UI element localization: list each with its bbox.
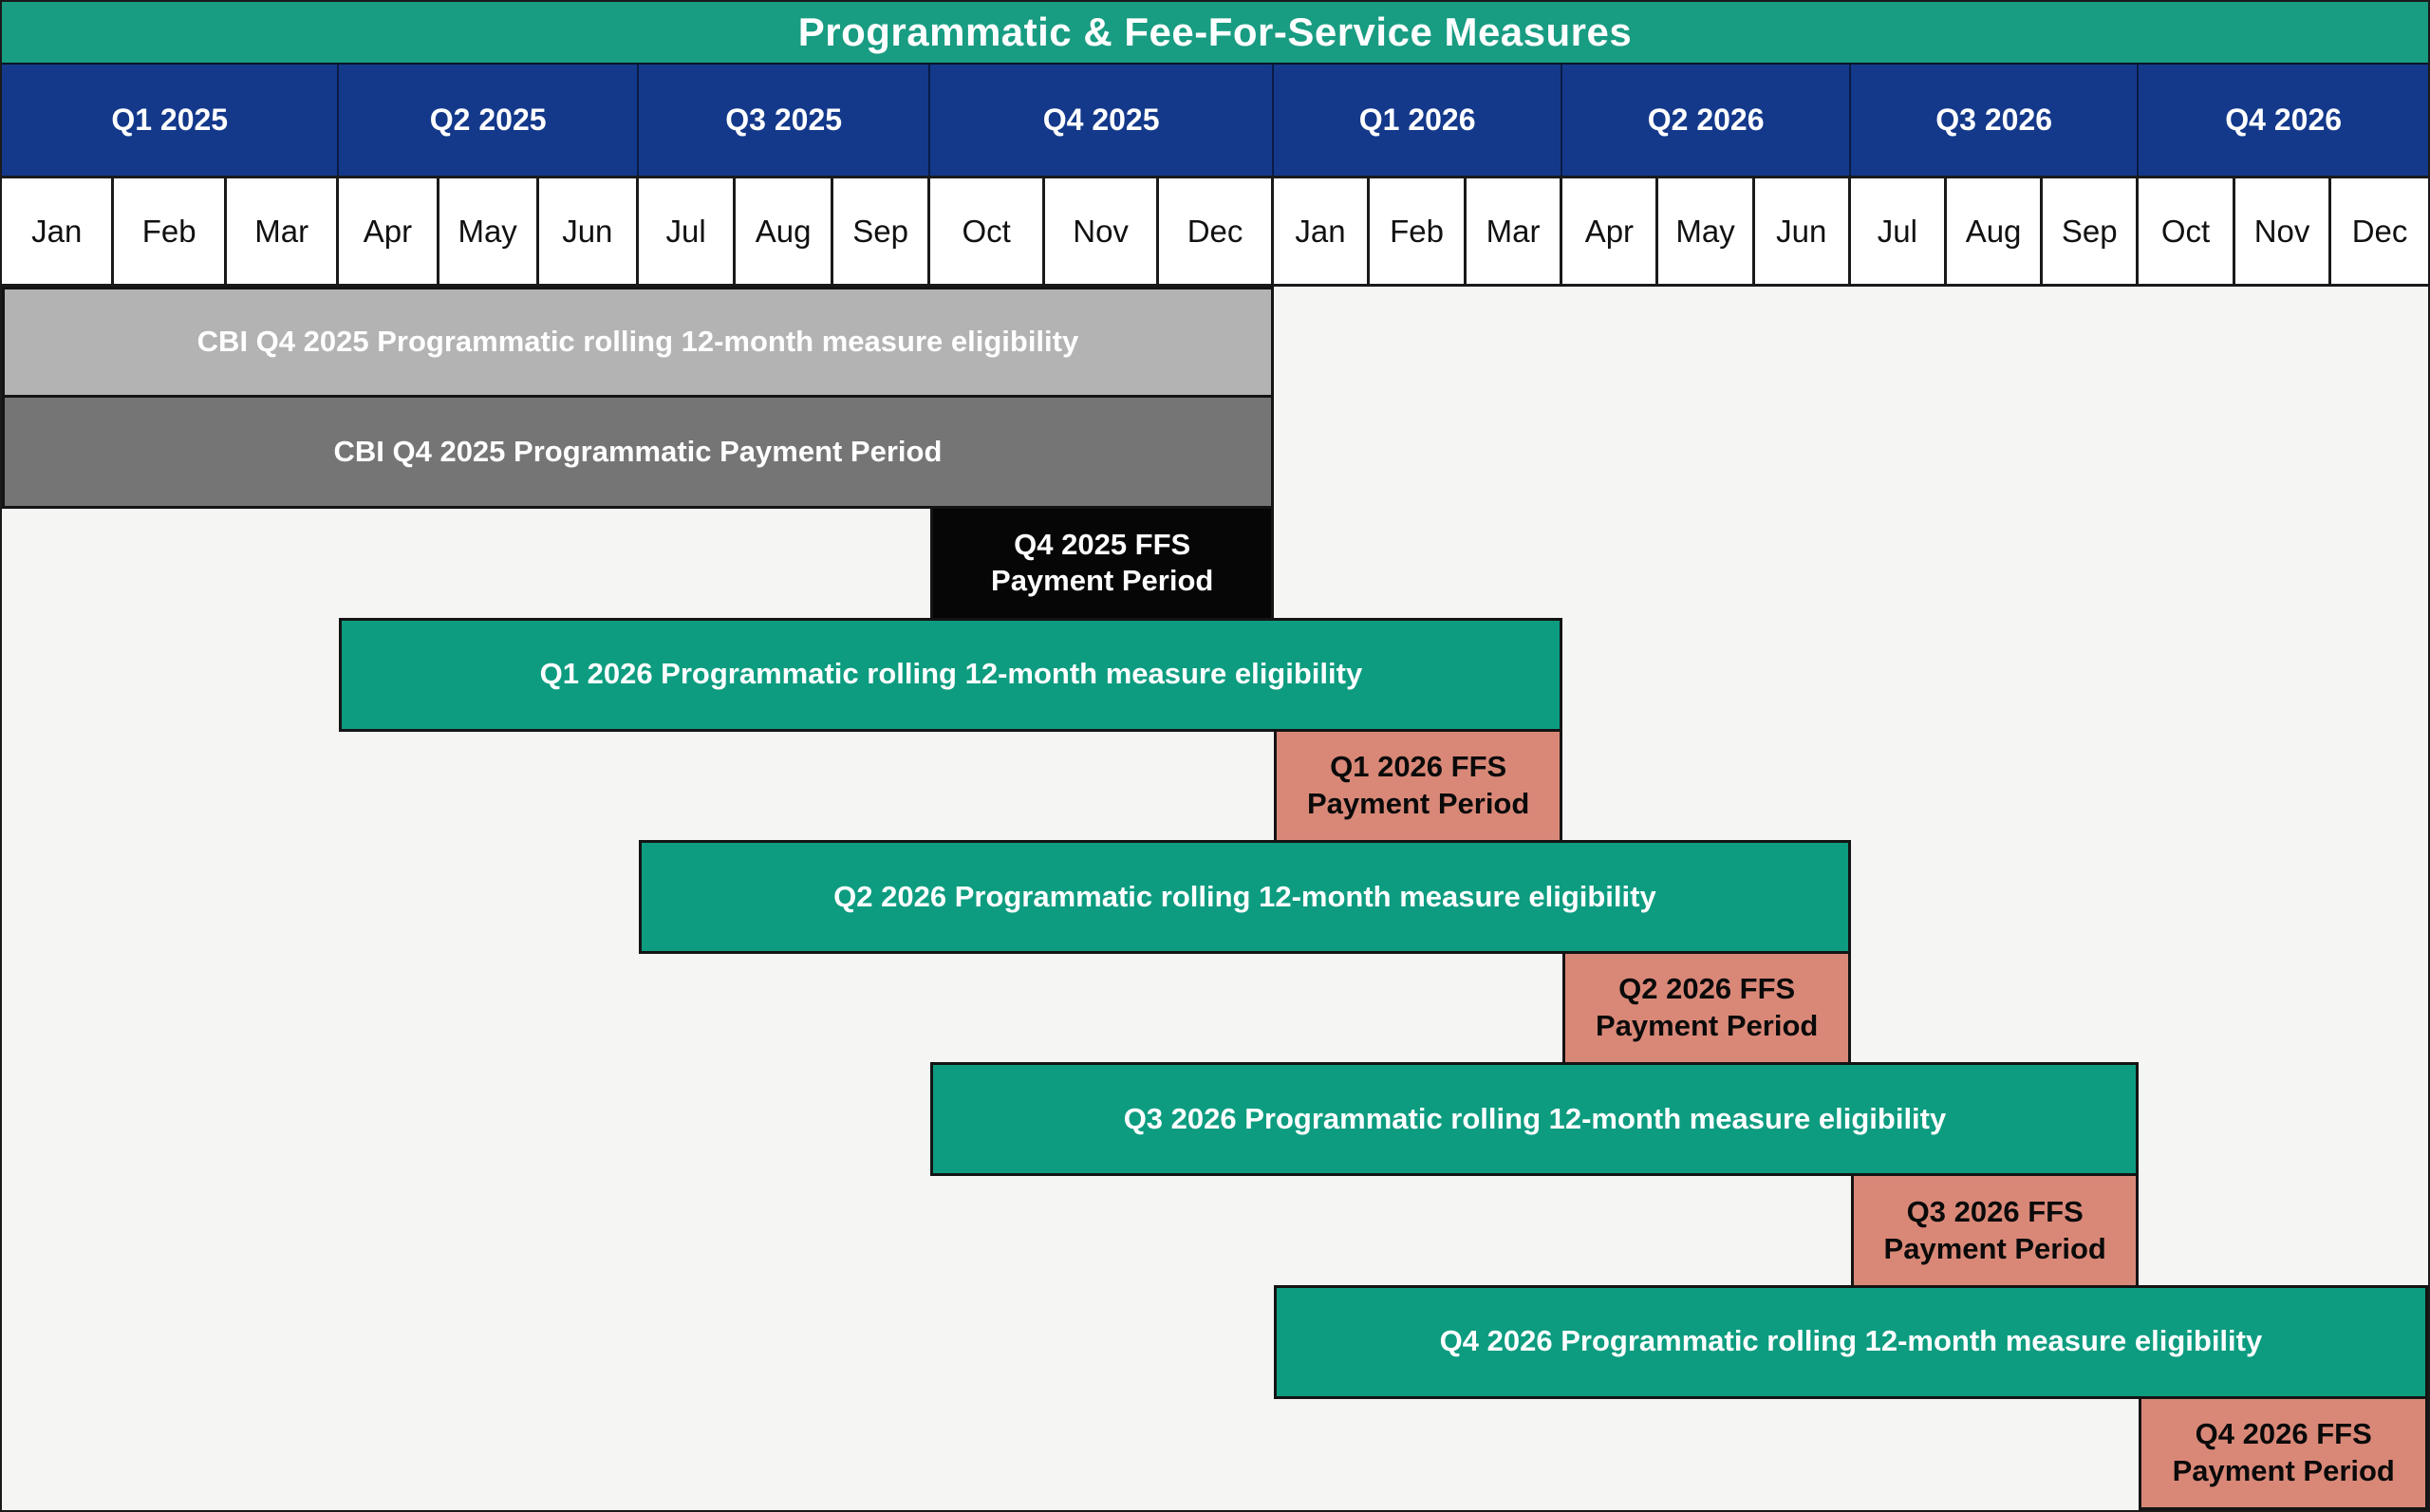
gantt-bar-q3-2026-programmatic-rolling-12-month-measure-eligibility: Q3 2026 Programmatic rolling 12-month me… <box>930 1062 2140 1177</box>
month-cell: Feb <box>1370 178 1467 284</box>
month-cell: Jul <box>1851 178 1947 284</box>
month-cell: Nov <box>1045 178 1160 284</box>
month-cell: Feb <box>114 178 227 284</box>
month-cell: Jun <box>1755 178 1851 284</box>
gantt-bar-label: Q2 2026 FFS <box>1618 972 1796 1006</box>
gantt-bar-label: Payment Period <box>1307 786 1530 820</box>
month-cell: Mar <box>227 178 340 284</box>
gantt-bar-label: Q1 2026 Programmatic rolling 12-month me… <box>539 657 1363 691</box>
gantt-bar-label: Payment Period <box>1883 1231 2106 1265</box>
gantt-bar-cbi-q4-2025-programmatic-payment-period: CBI Q4 2025 Programmatic Payment Period <box>2 395 1274 510</box>
gantt-bar-label: Q4 2026 Programmatic rolling 12-month me… <box>1439 1324 2263 1358</box>
month-cell: Apr <box>1562 178 1659 284</box>
gantt-bar-q1-2026-programmatic-rolling-12-month-measure-eligibility: Q1 2026 Programmatic rolling 12-month me… <box>339 617 1563 732</box>
gantt-bar-label: Payment Period <box>991 564 1214 598</box>
month-cell: Mar <box>1467 178 1563 284</box>
month-cell: Oct <box>2139 178 2235 284</box>
month-cell: Dec <box>2351 213 2408 249</box>
quarter-cell-q4-2026: Q4 2026 <box>2225 103 2343 137</box>
chart-title: Programmatic & Fee-For-Service Measures <box>797 9 1633 54</box>
quarter-cell-q3-2025: Q3 2025 <box>639 65 931 176</box>
month-cell: Aug <box>1947 178 2044 284</box>
gantt-bar-label: Q1 2026 FFS <box>1330 750 1507 784</box>
gantt-bar-label: Q2 2026 Programmatic rolling 12-month me… <box>833 879 1656 913</box>
gantt-bar-label: Payment Period <box>2172 1453 2395 1487</box>
gantt-bar-label: Payment Period <box>1596 1009 1819 1043</box>
month-cell: Nov <box>2235 178 2332 284</box>
quarter-cell-q2-2026: Q2 2026 <box>1562 65 1851 176</box>
month-cell: Jan <box>2 178 115 284</box>
month-cell: Sep <box>833 178 931 284</box>
quarter-cell-q2-2025: Q2 2025 <box>339 65 639 176</box>
gantt-bar-label: Q4 2025 FFS <box>1014 527 1191 561</box>
gantt-bar-label: Q3 2026 Programmatic rolling 12-month me… <box>1123 1101 1947 1135</box>
gantt-bar-q4-2026-programmatic-rolling-12-month-measure-eligibility: Q4 2026 Programmatic rolling 12-month me… <box>1273 1284 2428 1399</box>
quarter-cell-q1-2026: Q1 2026 <box>1274 65 1563 176</box>
month-cell: Oct <box>930 178 1045 284</box>
quarter-cell-q4-2025: Q4 2025 <box>930 65 1274 176</box>
gantt-bar-label: Q3 2026 FFS <box>1906 1194 2084 1228</box>
month-cell: Jul <box>639 178 737 284</box>
month-cell: Aug <box>736 178 833 284</box>
gantt-bar-q2-2026-programmatic-rolling-12-month-measure-eligibility: Q2 2026 Programmatic rolling 12-month me… <box>638 839 1851 955</box>
month-cell: May <box>439 178 539 284</box>
quarter-cell-q3-2026: Q3 2026 <box>1851 65 2140 176</box>
month-cell: May <box>1658 178 1755 284</box>
month-cell: Dec <box>1159 178 1274 284</box>
month-cell: Apr <box>339 178 439 284</box>
month-cell: Jan <box>1274 178 1371 284</box>
quarter-cell-q1-2025: Q1 2025 <box>2 65 340 176</box>
gantt-bar-cbi-q4-2025-programmatic-rolling-12-month-measure-eligibility: CBI Q4 2025 Programmatic rolling 12-mont… <box>2 287 1274 399</box>
gantt-bar-label: CBI Q4 2025 Programmatic rolling 12-mont… <box>196 325 1079 359</box>
chart-title-bar: Programmatic & Fee-For-Service Measures <box>2 2 2428 65</box>
gantt-bar-label: Q4 2026 FFS <box>2195 1417 2372 1451</box>
month-cell: Jun <box>539 178 639 284</box>
gantt-bar-label: CBI Q4 2025 Programmatic Payment Period <box>333 434 943 468</box>
month-cell: Sep <box>2043 178 2140 284</box>
gantt-bars-area: CBI Q4 2025 Programmatic rolling 12-mont… <box>2 287 2428 1510</box>
